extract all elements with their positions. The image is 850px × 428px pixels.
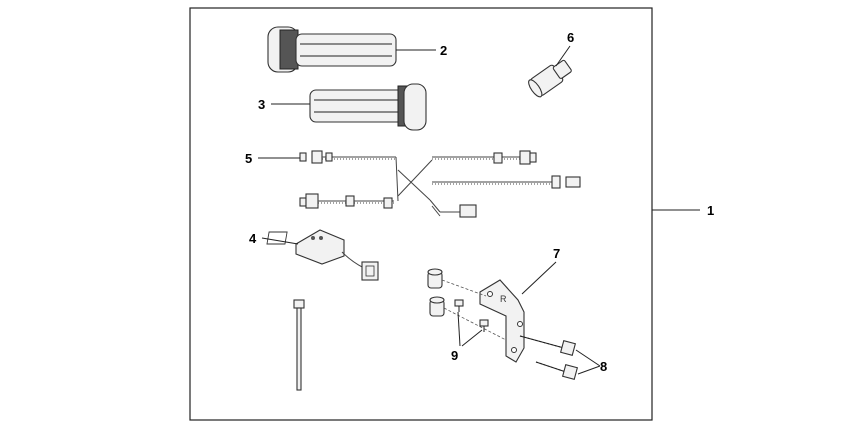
part-3-grip-right[interactable] (309, 83, 427, 131)
part-7-bracket[interactable] (479, 279, 525, 363)
callout-3: 3 (258, 97, 265, 112)
cable-tie[interactable] (293, 299, 305, 391)
leader-line-6 (555, 45, 571, 67)
callout-1: 1 (707, 203, 714, 218)
callout-2: 2 (440, 43, 447, 58)
callout-6: 6 (567, 30, 574, 45)
bracket-mark-r: R (500, 294, 507, 304)
part-8-bolts[interactable] (519, 335, 579, 381)
leader-line-8b (577, 365, 601, 375)
part-2-grip-left[interactable] (267, 26, 397, 73)
diagram-frame (189, 7, 653, 421)
callout-9: 9 (451, 348, 458, 363)
leader-line-4 (261, 237, 299, 245)
part-6-end-cap[interactable] (526, 57, 574, 99)
part-9-screws[interactable] (454, 299, 489, 332)
callout-5: 5 (245, 151, 252, 166)
leader-line-7 (521, 261, 557, 295)
part-4-heater-switch[interactable] (266, 229, 379, 281)
leader-line-9a (457, 311, 461, 347)
callout-8: 8 (600, 359, 607, 374)
callout-4: 4 (249, 231, 257, 246)
callout-7: 7 (553, 246, 560, 261)
part-5-wire-harness[interactable] (299, 150, 581, 218)
spacer-collars[interactable] (427, 268, 445, 317)
leader-line-9b (461, 329, 483, 347)
leader-line-8a (575, 349, 601, 367)
